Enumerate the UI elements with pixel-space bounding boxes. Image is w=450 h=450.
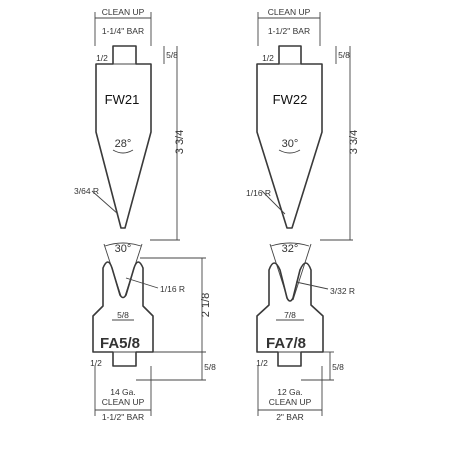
fa58-angle: 30°: [115, 243, 132, 255]
fw22-outline: [256, 45, 323, 229]
fa58-radius-leader: [125, 277, 159, 289]
fa78-bottom-bar: 2" BAR: [276, 412, 304, 422]
fw21-top-note: CLEAN UP: [102, 7, 145, 17]
fw21-top-bar: 1-1/4" BAR: [102, 26, 144, 36]
fw22-top-bar: 1-1/2" BAR: [268, 26, 310, 36]
tool-fa58: 30° 1/16 R 5/8 FA5/8 2 1/8 1/2 5/8 14 Ga…: [90, 242, 216, 422]
fa78-angle: 32°: [282, 243, 299, 255]
tool-fa78: 32° 3/32 R 7/8 FA7/8 1/2 5/8 12 Ga. CLEA…: [256, 242, 355, 422]
fa78-angle-arc: [270, 242, 310, 247]
fa58-bottom-bar: 1-1/2" BAR: [102, 412, 144, 422]
fa58-label: FA5/8: [100, 335, 140, 352]
fw22-label: FW22: [273, 92, 308, 107]
fa78-gauge: 12 Ga.: [277, 387, 303, 397]
fw21-angle-arc: [112, 149, 134, 154]
fw22-angle: 30°: [282, 138, 299, 150]
fw21-overall-h: 3 3/4: [174, 130, 186, 154]
fa78-radius-leader: [295, 281, 329, 290]
fw21-radius-leader: [91, 190, 119, 215]
fa58-tang-dim: 1/2: [90, 358, 102, 368]
fa78-label: FA7/8: [266, 335, 306, 352]
fw21-outline: [95, 45, 152, 229]
fw21-radius: 3/64 R: [74, 186, 99, 196]
fw22-top-note: CLEAN UP: [268, 7, 311, 17]
fa78-outline: [256, 262, 324, 367]
fw21-tang-h: 5/8: [166, 50, 178, 60]
fw22-radius: 1/16 R: [246, 188, 271, 198]
fa58-width: 5/8: [117, 310, 129, 320]
fa58-height: 2 1/8: [200, 293, 212, 317]
fw21-tang-dim: 1/2: [96, 53, 108, 63]
fa58-tang-h: 5/8: [204, 362, 216, 372]
fa78-bottom-note: CLEAN UP: [269, 397, 312, 407]
tool-fw22: CLEAN UP 1-1/2" BAR 30° FW22 1/2 5/8 3 3…: [246, 7, 360, 241]
fa78-tang-h: 5/8: [332, 362, 344, 372]
fw22-tang-dim: 1/2: [262, 53, 274, 63]
fa78-tang-dim: 1/2: [256, 358, 268, 368]
fa58-radius: 1/16 R: [160, 284, 185, 294]
fa58-bottom-note: CLEAN UP: [102, 397, 145, 407]
fw22-radius-leader: [261, 190, 286, 215]
fa58-angle-arc: [104, 242, 142, 247]
fa78-radius: 3/32 R: [330, 286, 355, 296]
fw21-label: FW21: [105, 92, 140, 107]
fw22-tang-h: 5/8: [338, 50, 350, 60]
fa58-outline: [92, 261, 154, 367]
fw22-overall-h: 3 3/4: [348, 130, 360, 154]
fa78-width: 7/8: [284, 310, 296, 320]
fa58-gauge: 14 Ga.: [110, 387, 136, 397]
fa78-angle-line-right: [292, 243, 312, 301]
fw21-angle: 28°: [115, 138, 132, 150]
fw22-angle-arc: [278, 149, 301, 154]
tool-fw21: CLEAN UP 1-1/4" BAR 28° FW21 1/2 5/8 3 3…: [74, 7, 186, 241]
